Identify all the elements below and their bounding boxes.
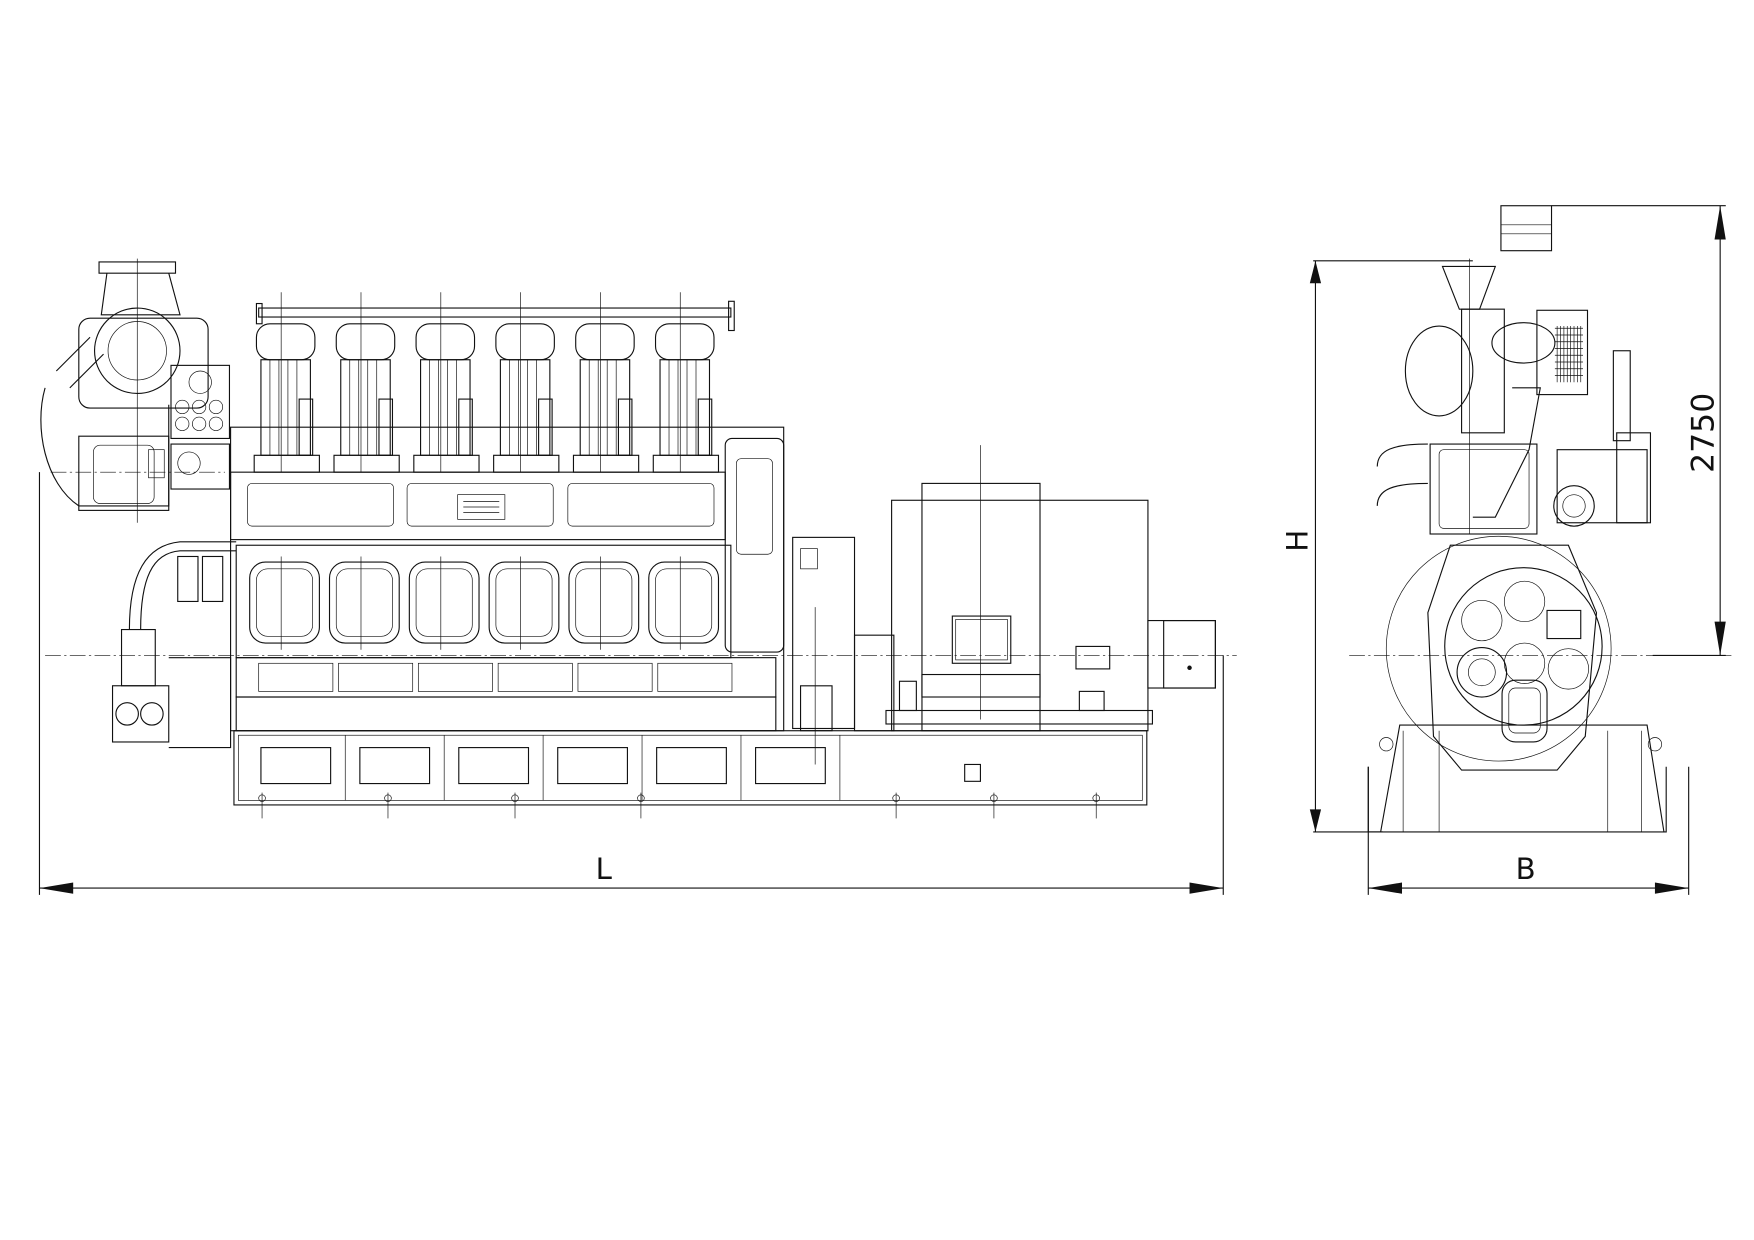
foundation-bolt: [990, 792, 998, 819]
foundation-bolt: [637, 792, 645, 819]
gauge-icon: [192, 416, 207, 431]
base-opening: [359, 747, 431, 785]
foundation-bolt: [511, 792, 519, 819]
crankcase-door: [648, 556, 733, 692]
end-base: [1367, 724, 1667, 833]
crankcase-door: [568, 556, 653, 692]
crankcase-door: [408, 556, 493, 692]
turbocharger: [40, 258, 225, 523]
gauge-icon: [208, 416, 224, 431]
overall-height-dimension: 2750: [1551, 205, 1726, 656]
base-opening: [656, 747, 727, 785]
length-label: L: [596, 852, 613, 886]
cylinder-head: [413, 292, 480, 473]
foundation-bolt: [892, 792, 900, 819]
crankcase-door: [249, 556, 334, 692]
length-dimension: L: [38, 472, 1224, 895]
crankcase-door: [488, 556, 573, 692]
base-frame: [233, 730, 1148, 806]
cylinder-head: [572, 292, 640, 473]
overall-height-value: 2750: [1685, 393, 1721, 473]
front-pumps: [111, 541, 237, 749]
cylinder-head: [493, 292, 560, 473]
instrument-panel: [148, 364, 231, 490]
height-label: H: [1281, 530, 1315, 552]
generator: [885, 445, 1216, 782]
base-opening: [755, 747, 826, 785]
gauge-icon: [175, 399, 190, 415]
crankcase: [1385, 535, 1612, 771]
foundation-bolt: [1092, 792, 1100, 819]
gauge-icon: [175, 416, 190, 431]
end-turbocharger: [1404, 205, 1589, 534]
cylinder-head: [253, 292, 320, 473]
side-elevation-view: [40, 258, 1237, 819]
base-opening: [557, 747, 628, 785]
end-upper-engine: [1376, 350, 1652, 535]
base-opening: [260, 747, 332, 785]
width-label: B: [1516, 852, 1536, 886]
base-opening: [458, 747, 530, 785]
foundation-bolt: [384, 792, 392, 819]
crankcase-door: [328, 556, 414, 692]
coupling: [792, 536, 895, 765]
height-dimension: H: [1281, 260, 1473, 833]
engine-block: [230, 292, 785, 732]
exhaust-manifold: [255, 300, 735, 332]
foundation-bolt: [258, 792, 266, 819]
width-dimension: B: [1367, 766, 1690, 895]
gauge-icon: [192, 399, 207, 415]
end-elevation-view: H 2750 B: [1281, 205, 1732, 895]
cylinder-head: [652, 292, 720, 473]
gauge-icon: [208, 399, 224, 415]
cylinder-head: [333, 292, 400, 473]
